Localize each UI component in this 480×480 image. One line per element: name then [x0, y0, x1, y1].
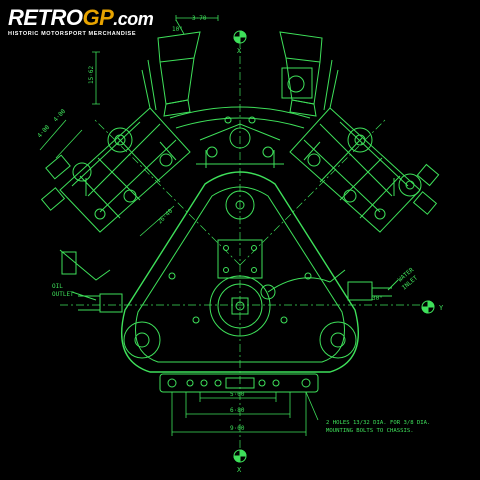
sump-flange: [159, 373, 319, 393]
label-dim-3: 9·00: [230, 425, 245, 432]
logo-wordmark: RETROGP.com: [8, 5, 154, 30]
label-dim-2: 6·80: [230, 407, 245, 414]
label-note-1: 2 HOLES 13/32 DIA. FOR 3/8 DIA.: [326, 420, 430, 426]
label-left-dim-a: 4·00: [36, 124, 51, 140]
cylinder-bank-left: [40, 107, 191, 233]
label-axis-x-top: X: [237, 47, 242, 55]
water-inlet-fitting: [59, 249, 399, 301]
label-angle-left: 10°: [172, 26, 183, 33]
label-angle-right: 30°: [372, 295, 383, 302]
label-note-2: MOUNTING BOLTS TO CHASSIS.: [326, 428, 414, 434]
intake-trumpets: [141, 31, 339, 117]
vee-manifold: [169, 106, 311, 168]
label-height-dim: 15·62: [88, 66, 95, 84]
timing-case: [121, 171, 359, 373]
axis-marker-bottom: [233, 449, 247, 463]
label-axis-y: Y: [439, 304, 444, 312]
label-oil-outlet-1: OIL: [52, 283, 63, 290]
label-angle-top: 3·70: [192, 15, 207, 22]
logo-dotcom: .com: [113, 9, 154, 29]
logo-retro: RETRO: [8, 5, 83, 30]
label-dim-1: 5·00: [230, 391, 245, 398]
cylinder-bank-right: [289, 107, 440, 233]
centerlines: [60, 40, 420, 455]
label-vee-dim: 26·40: [156, 207, 174, 225]
label-oil-outlet-2: OUTLET: [52, 291, 74, 298]
oil-outlet-fitting: [71, 291, 123, 313]
logo-tagline: HISTORIC MOTORSPORT MERCHANDISE: [8, 31, 137, 37]
retrogp-logo: RETROGP.com HISTORIC MOTORSPORT MERCHAND…: [8, 5, 154, 38]
dimension-lines: [39, 15, 319, 436]
axis-marker-top: [233, 30, 247, 44]
label-axis-x-bottom: X: [237, 466, 242, 474]
logo-gp: GP: [82, 5, 114, 30]
axis-marker-right: [421, 300, 435, 314]
